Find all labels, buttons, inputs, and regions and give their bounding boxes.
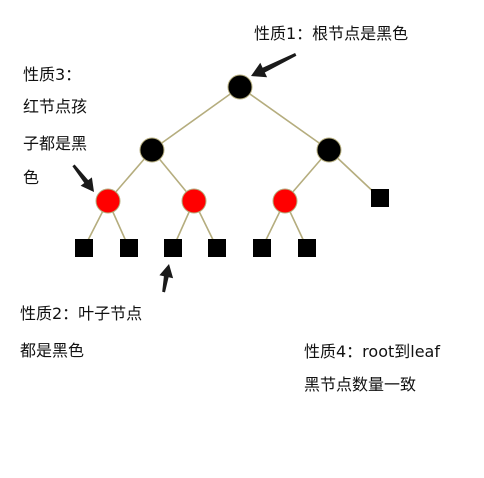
- property2-label-line1: 性质2：叶子节点: [20, 304, 143, 323]
- arrow-to-root-icon: [251, 53, 297, 78]
- arrow-to-red-node-icon: [72, 164, 94, 192]
- tree-edges: [83, 86, 381, 249]
- node-leaf-1-black: [75, 239, 93, 257]
- node-right-right-black: [371, 189, 389, 207]
- node-left-black: [139, 137, 165, 163]
- node-leaf-4-black: [208, 239, 226, 257]
- property3-label-line1: 性质3：: [23, 65, 82, 84]
- annotation-arrows: [72, 53, 297, 293]
- node-left-left-red: [95, 188, 121, 214]
- node-right-left-red: [272, 188, 298, 214]
- property3-label-line3: 子都是黑: [23, 134, 88, 153]
- arrow-to-leaf-icon: [159, 264, 174, 293]
- property2-label-line2: 都是黑色: [20, 341, 85, 360]
- property4-label-line1: 性质4：root到leaf: [304, 342, 440, 361]
- node-left-right-red: [181, 188, 207, 214]
- edge-root-left: [151, 86, 241, 151]
- node-root-black: [227, 74, 253, 100]
- tree-nodes: [75, 74, 389, 257]
- node-leaf-2-black: [120, 239, 138, 257]
- property3-label-line2: 红节点孩: [23, 97, 88, 116]
- node-leaf-6-black: [298, 239, 316, 257]
- edge-root-right: [239, 86, 330, 151]
- node-right-black: [316, 137, 342, 163]
- property3-label-line4: 色: [23, 168, 40, 187]
- property4-label-line2: 黑节点数量一致: [304, 375, 417, 394]
- node-leaf-3-black: [164, 239, 182, 257]
- node-leaf-5-black: [253, 239, 271, 257]
- property1-label: 性质1：根节点是黑色: [254, 24, 409, 43]
